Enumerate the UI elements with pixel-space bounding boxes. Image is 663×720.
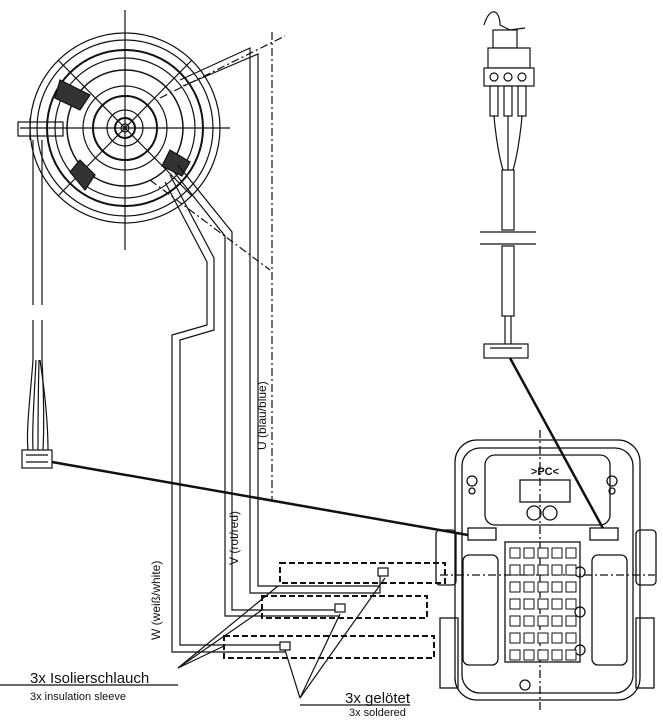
sleeve-w [223, 635, 435, 659]
label-solder-en: 3x soldered [349, 707, 406, 719]
sleeve-v [261, 595, 428, 619]
pcb-grid-cells [509, 547, 577, 661]
label-sleeve-de: 3x Isolierschlauch [30, 670, 149, 687]
leader-lines [0, 577, 410, 706]
connector-links [51, 357, 607, 537]
pcb-logo: >PC< [531, 466, 559, 478]
sleeve-u [279, 562, 446, 584]
label-solder-de: 3x gelötet [345, 690, 411, 707]
label-wire-u: U (blau/blue) [255, 381, 269, 450]
solder-joints [279, 567, 389, 651]
phase-wires [149, 32, 381, 653]
motor-assembly [17, 10, 230, 305]
label-wire-w: W (weiß/white) [149, 561, 163, 640]
label-sleeve-en: 3x insulation sleeve [30, 691, 126, 703]
motor-cable-end [21, 320, 53, 469]
sensor-assembly [480, 11, 536, 359]
label-wire-v: V (rot/red) [227, 511, 241, 565]
